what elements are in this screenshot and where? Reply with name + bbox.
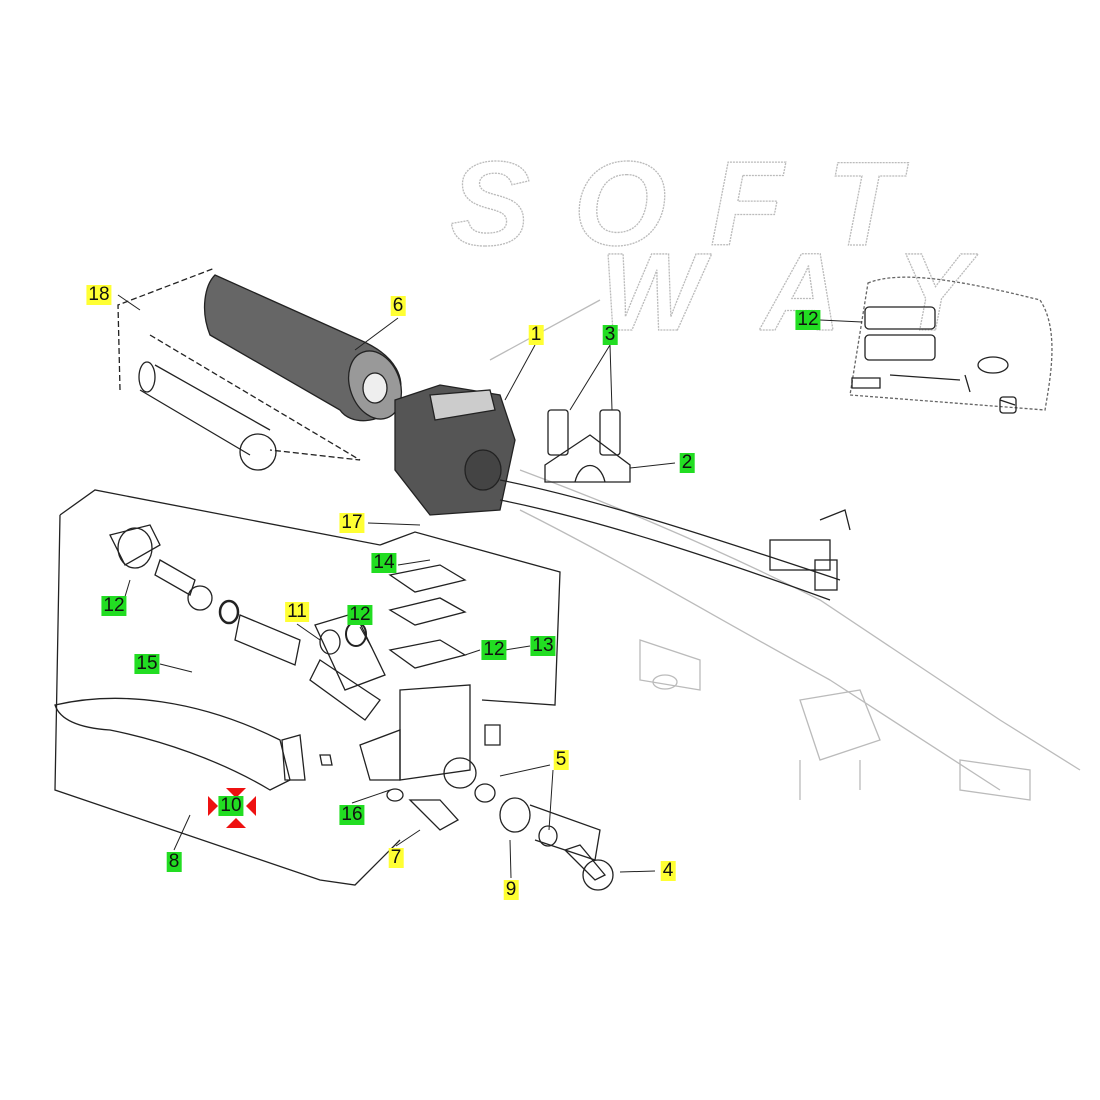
callout-11[interactable]: 11 <box>285 601 309 622</box>
callout-10-selected[interactable]: 10 <box>218 795 244 816</box>
callout-3[interactable]: 3 <box>602 324 618 345</box>
callout-17[interactable]: 17 <box>339 512 365 533</box>
callout-12-left[interactable]: 12 <box>101 595 127 616</box>
inset-assembly <box>849 276 1053 414</box>
callout-16[interactable]: 16 <box>339 804 365 825</box>
callout-12-inset[interactable]: 12 <box>795 309 821 330</box>
handlebar-frame <box>489 299 1081 801</box>
callout-7[interactable]: 7 <box>388 847 404 868</box>
callout-12-cap[interactable]: 12 <box>481 639 507 660</box>
callout-8[interactable]: 8 <box>166 851 182 872</box>
svg-text:WAY: WAY <box>600 231 979 354</box>
marker-right-icon <box>246 796 256 816</box>
callout-5[interactable]: 5 <box>553 749 569 770</box>
master-cylinder-group <box>54 489 614 891</box>
callout-12-oring[interactable]: 12 <box>347 604 373 625</box>
marker-top-icon <box>226 788 246 798</box>
callout-4[interactable]: 4 <box>660 860 676 881</box>
softway-watermark: SOFT WAY <box>449 136 979 354</box>
callout-13[interactable]: 13 <box>530 635 556 656</box>
callout-6[interactable]: 6 <box>390 295 406 316</box>
clamp-bolts <box>544 409 631 483</box>
switch-housing <box>394 384 851 601</box>
callout-15[interactable]: 15 <box>134 653 160 674</box>
marker-left-icon <box>208 796 218 816</box>
grip-group <box>117 267 403 471</box>
callout-1[interactable]: 1 <box>528 324 544 345</box>
marker-bottom-icon <box>226 818 246 828</box>
leader-lines <box>117 294 863 879</box>
callout-2[interactable]: 2 <box>679 452 695 473</box>
callout-14[interactable]: 14 <box>371 552 397 573</box>
callout-18[interactable]: 18 <box>86 284 112 305</box>
callout-9[interactable]: 9 <box>503 879 519 900</box>
